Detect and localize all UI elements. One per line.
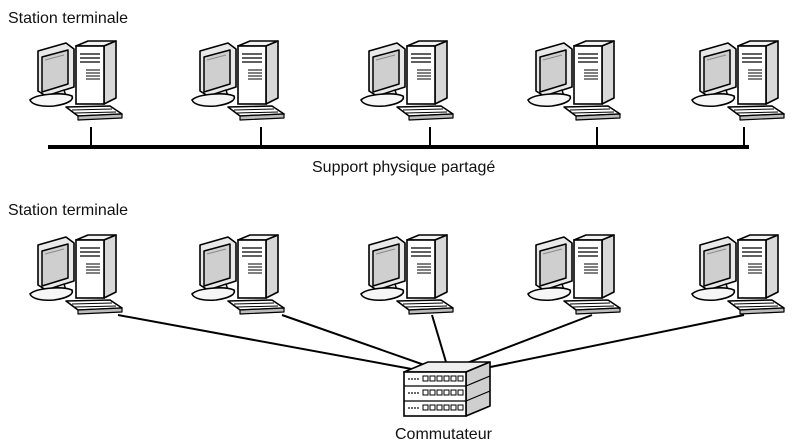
desktop-computer-icon bbox=[29, 234, 123, 315]
switch-link-line bbox=[458, 314, 593, 367]
desktop-computer-icon bbox=[191, 234, 285, 315]
desktop-computer-icon bbox=[691, 40, 785, 121]
switch-link-line bbox=[465, 314, 745, 373]
desktop-computer-icon bbox=[691, 234, 785, 315]
station-label-bottom: Station terminale bbox=[8, 202, 129, 219]
desktop-computer-icon bbox=[360, 40, 454, 121]
desktop-computer-icon bbox=[191, 40, 285, 121]
desktop-computer-icon bbox=[360, 234, 454, 315]
network-switch-icon bbox=[403, 361, 491, 417]
desktop-computer-icon bbox=[29, 40, 123, 121]
station-label-top: Station terminale bbox=[8, 10, 129, 27]
desktop-computer-icon bbox=[527, 40, 621, 121]
switch-link-line bbox=[117, 314, 429, 373]
shared-medium-label: Support physique partagé bbox=[312, 159, 496, 176]
switch-label: Commutateur bbox=[395, 426, 492, 443]
top-bus-network bbox=[29, 40, 785, 149]
switch-link-line bbox=[431, 314, 447, 363]
switch-link-line bbox=[281, 314, 434, 369]
bottom-switched-network bbox=[29, 234, 785, 417]
desktop-computer-icon bbox=[527, 234, 621, 315]
